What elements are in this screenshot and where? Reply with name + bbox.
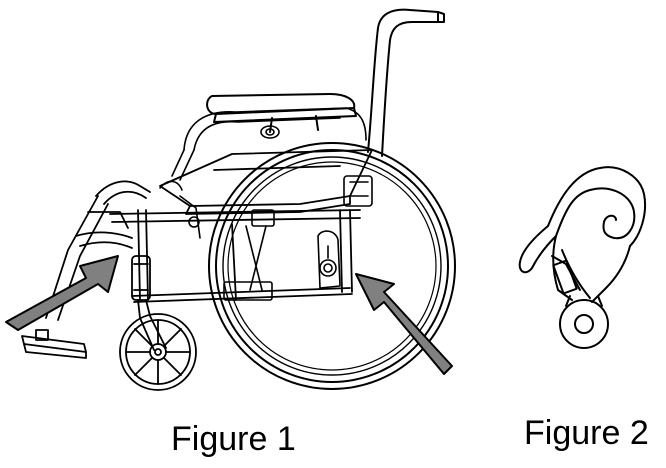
- figure-1-caption: Figure 1: [171, 420, 296, 458]
- cross-brace: [223, 225, 273, 301]
- footplate: [21, 329, 87, 359]
- armrest: [206, 93, 357, 133]
- side-frame: [109, 209, 361, 303]
- armrest-side-frame: [171, 107, 367, 181]
- figure-2-hook-drawing: [518, 166, 646, 349]
- arrow-right-pointer: [355, 273, 453, 375]
- hook-body: [518, 166, 646, 303]
- front-caster: [119, 255, 197, 391]
- push-handle: [367, 8, 445, 157]
- arrow-left-pointer: [5, 255, 119, 331]
- rear-wheel: [208, 142, 456, 390]
- back-brackets: [251, 175, 373, 227]
- figure-2-caption: Figure 2: [524, 414, 649, 452]
- hook-eyelet: [559, 295, 609, 349]
- brake-assembly: [159, 180, 201, 239]
- axle-plate: [317, 230, 341, 289]
- figure-1-wheelchair-drawing: [5, 8, 456, 391]
